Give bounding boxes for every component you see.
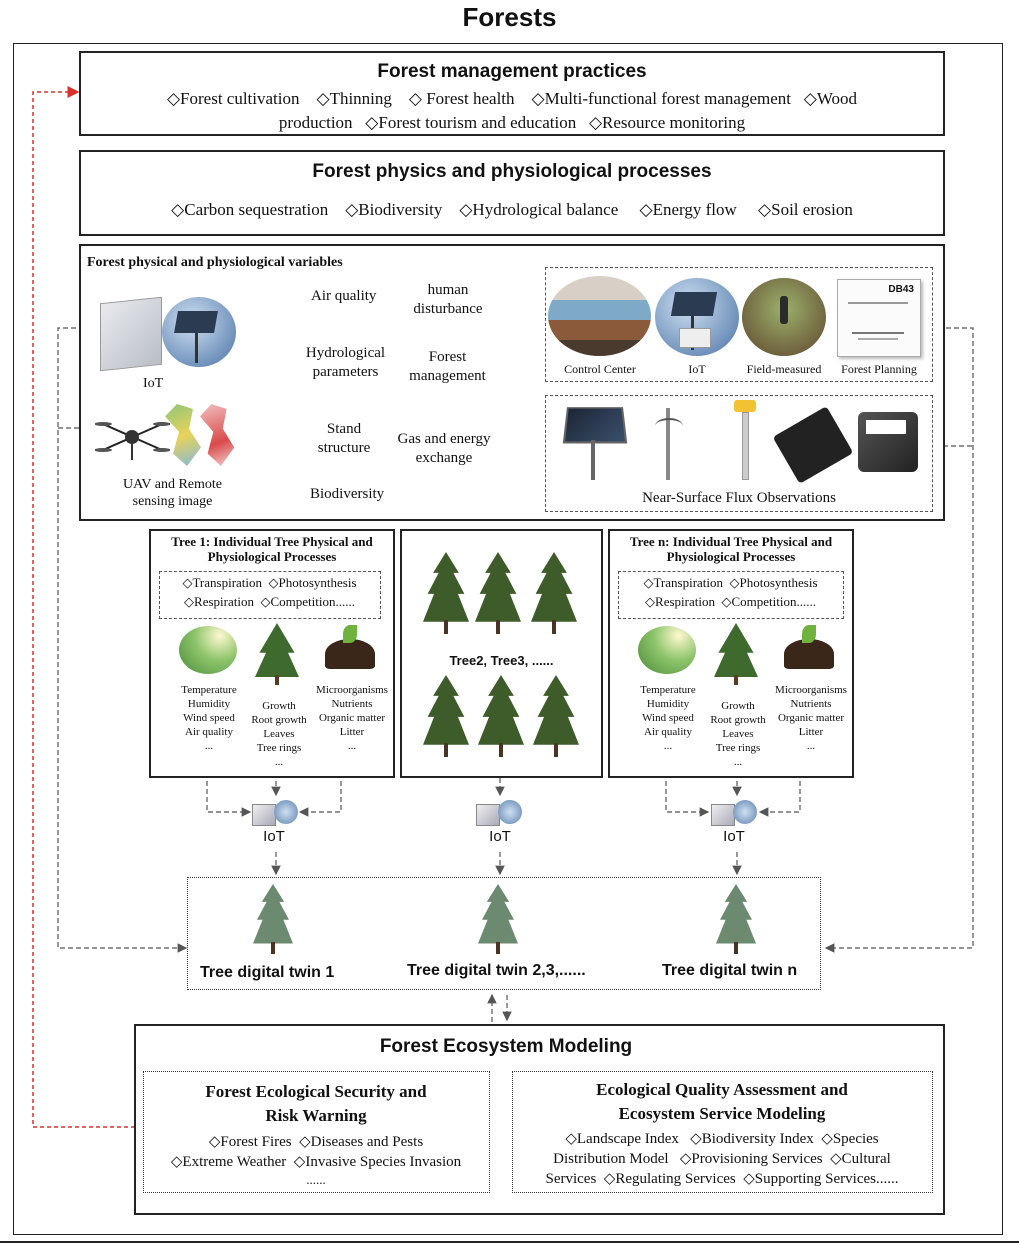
soil-icon	[325, 639, 375, 669]
treen-processes-line2: ◇Respiration ◇Competition......	[645, 594, 816, 609]
rain-gauge-body	[742, 412, 749, 480]
variables-title: Forest physical and physiological variab…	[87, 255, 343, 270]
twin-label-1: Tree digital twin 1	[200, 964, 335, 981]
risk-item-line1: ◇Forest Fires ◇Diseases and Pests	[208, 1134, 424, 1150]
service-item-line2: Distribution Model ◇Provisioning Service…	[553, 1151, 891, 1167]
tree-growth-icon	[255, 623, 299, 685]
conifer-tree-icon	[478, 675, 524, 757]
control-center-label: Control Center	[564, 362, 636, 376]
seedling-icon	[802, 625, 816, 643]
other-trees-label: Tree2, Tree3, ......	[449, 653, 554, 668]
iot-node-label-1: IoT	[263, 828, 285, 845]
conifer-tree-icon	[531, 552, 577, 634]
physics-title: Forest physics and physiological process…	[312, 161, 712, 182]
tree1-process-list: ◇Transpiration ◇Photosynthesis ◇Respirat…	[159, 571, 381, 619]
tree1-processes-line1: ◇Transpiration ◇Photosynthesis	[182, 575, 357, 590]
field-measured-photo	[742, 278, 826, 356]
sensor-box-icon	[858, 412, 918, 472]
solar-panel-icon	[562, 407, 628, 444]
tree-growth-icon	[714, 623, 758, 685]
iot-node-label-2: IoT	[489, 828, 511, 845]
solar-sensor-icon	[162, 297, 236, 367]
management-title: Forest management practices	[377, 61, 647, 82]
physics-items: ◇Carbon sequestration ◇Biodiversity ◇Hyd…	[171, 200, 853, 219]
seedling-icon	[343, 625, 357, 643]
weather-photo-icon	[638, 626, 696, 674]
rain-gauge-icon	[734, 400, 756, 412]
management-items-line1: ◇Forest cultivation ◇Thinning ◇ Forest h…	[166, 89, 858, 108]
digital-twin-tree-icon	[716, 884, 756, 954]
conifer-tree-icon	[423, 552, 469, 634]
service-item-line1: ◇Landscape Index ◇Biodiversity Index ◇Sp…	[565, 1131, 879, 1147]
anemometer-cups	[655, 418, 683, 434]
digital-twin-box	[187, 877, 821, 990]
ecosystem-modeling-box: Forest Ecosystem Modeling	[134, 1024, 945, 1215]
digital-twin-tree-icon	[253, 884, 293, 954]
iot-device-icon	[100, 296, 162, 372]
management-items-line2: production ◇Forest tourism and education…	[278, 113, 746, 132]
soil-icon	[784, 639, 834, 669]
service-item-line3: Services ◇Regulating Services ◇Supportin…	[545, 1171, 899, 1187]
iot-sensor-photo	[655, 278, 739, 356]
diagram-title: Forests	[462, 2, 557, 32]
flux-label: Near-Surface Flux Observations	[642, 490, 836, 506]
risk-item-ellipsis: ......	[306, 1172, 326, 1187]
planning-document-code: DB43	[888, 284, 914, 295]
physics-processes-box: Forest physics and physiological process…	[79, 150, 945, 236]
iot-label: IoT	[143, 376, 164, 391]
iot-node-label-3: IoT	[723, 828, 745, 845]
tree1-processes-line2: ◇Respiration ◇Competition......	[184, 594, 355, 609]
anemometer-icon	[666, 408, 670, 480]
air-quality-label: Air quality	[311, 288, 377, 304]
twin-label-3: Tree digital twin n	[662, 962, 798, 979]
iot-node-icon	[252, 800, 300, 826]
iot-node-icon	[711, 800, 759, 826]
modeling-title: Forest Ecosystem Modeling	[379, 1036, 633, 1057]
field-measured-label: Field-measured	[746, 362, 822, 376]
drone-icon	[95, 410, 170, 465]
solar-panel-pole	[591, 440, 595, 480]
biodiversity-label: Biodiversity	[310, 486, 385, 502]
forest-planning-label: Forest Planning	[841, 362, 917, 376]
conifer-tree-icon	[533, 675, 579, 757]
weather-photo-icon	[179, 626, 237, 674]
bottom-rule	[0, 1241, 1019, 1243]
treen-process-list: ◇Transpiration ◇Photosynthesis ◇Respirat…	[618, 571, 844, 619]
management-practices-box: Forest management practices ◇Forest cult…	[79, 51, 945, 136]
treen-processes-line1: ◇Transpiration ◇Photosynthesis	[643, 575, 818, 590]
digital-twin-tree-icon	[478, 884, 518, 954]
conifer-tree-icon	[423, 675, 469, 757]
control-center-photo	[548, 276, 651, 356]
iot-node-icon	[476, 800, 524, 826]
forest-planning-document-icon: DB43	[837, 279, 921, 357]
iot-photo-label: IoT	[688, 362, 706, 376]
risk-item-line2: ◇Extreme Weather ◇Invasive Species Invas…	[170, 1154, 462, 1170]
flux-observations-group	[545, 395, 933, 512]
monitoring-sources-group	[545, 267, 933, 382]
conifer-tree-icon	[475, 552, 521, 634]
twin-label-2: Tree digital twin 2,3,......	[407, 962, 586, 979]
